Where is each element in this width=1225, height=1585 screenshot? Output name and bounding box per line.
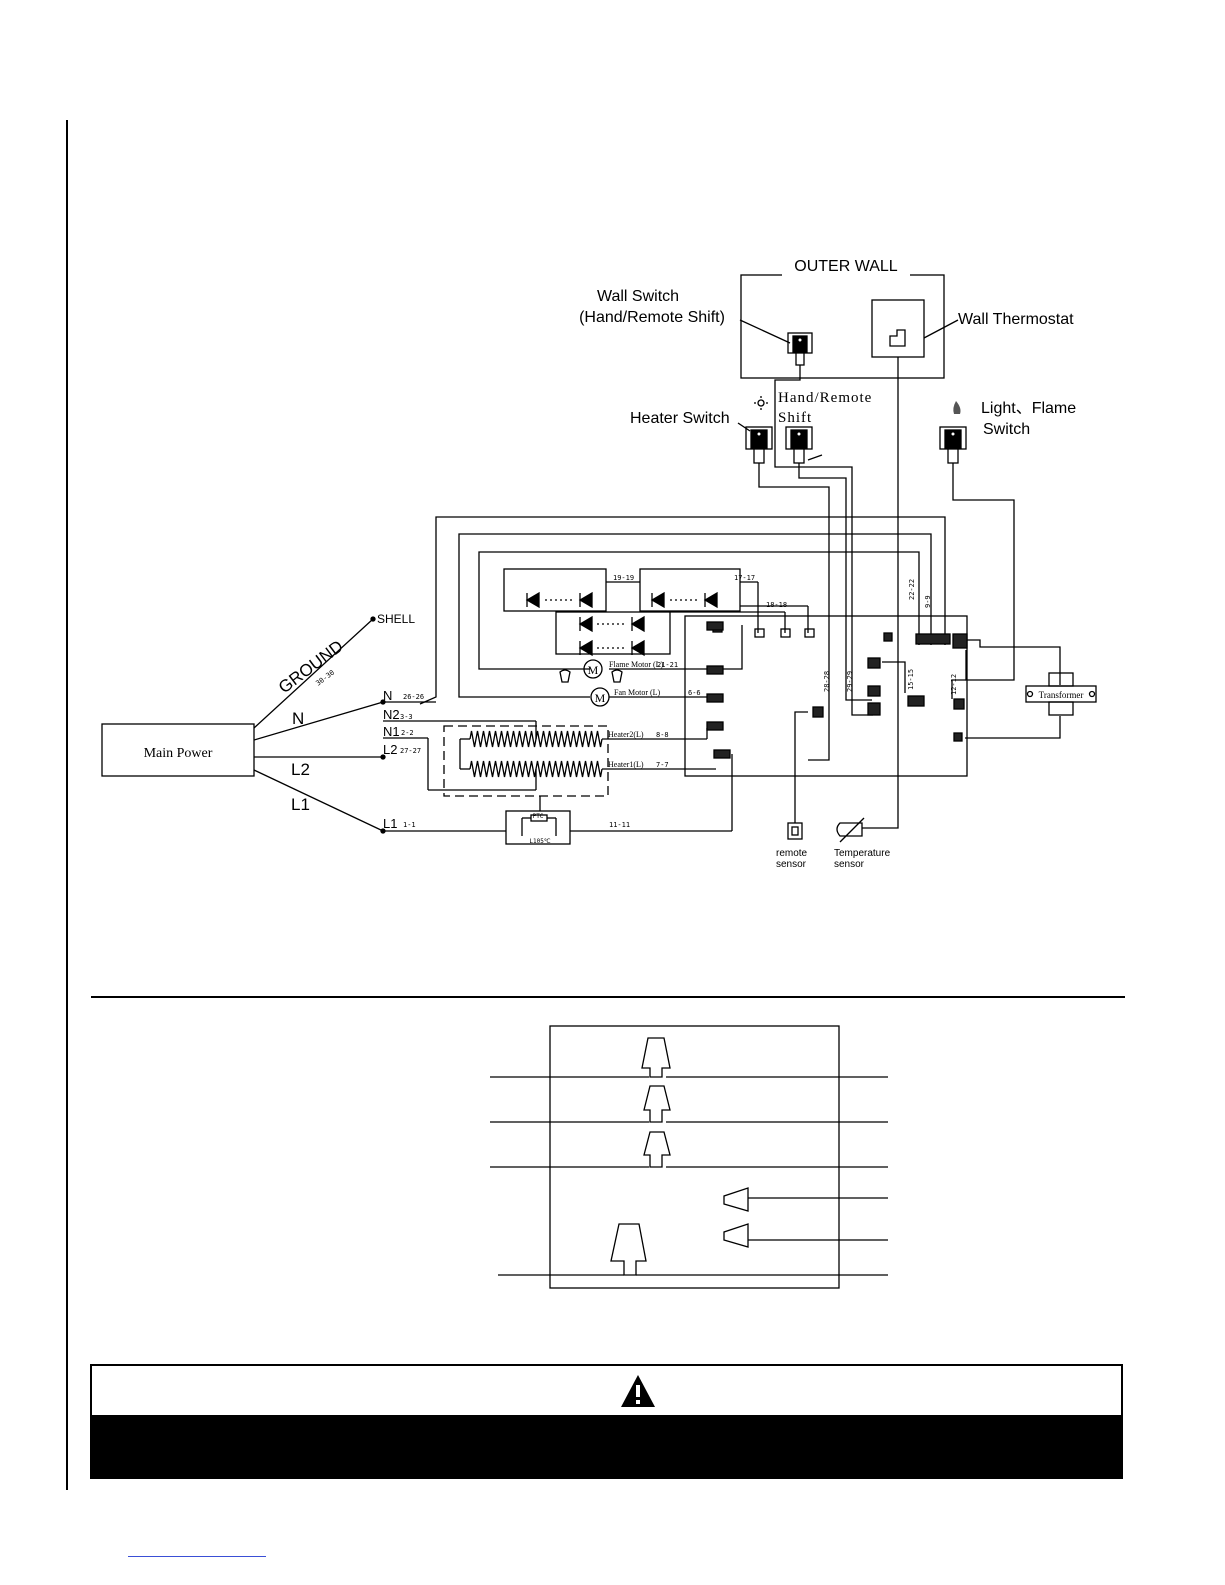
term-l2: L2 [383,742,397,757]
n-loop-wire [419,516,946,705]
term-l1-code: 1-1 [403,821,416,829]
temperature-sensor-label: Temperature [834,848,891,859]
code-21: 21-21 [657,661,678,669]
wire-n-label: N [292,709,304,728]
wall-thermostat-leader [923,319,959,339]
code-9: 9-9 [924,595,932,608]
terminal-connectors [712,624,815,638]
svg-text:M: M [588,663,599,677]
light-flame-switch-icon [939,426,967,464]
thermostat-wire [862,357,899,829]
connector-diagram [490,1025,888,1289]
lamp-icons [559,669,623,683]
main-power-box [101,723,255,777]
hand-remote-sublabel: Shift [778,410,812,426]
heater-switch-wire [758,463,830,761]
remote-sensor-sublabel: sensor [776,859,807,870]
remote-sensor-label: remote [776,848,808,859]
code-8: 8-8 [656,731,669,739]
hand-remote-switch-icon [785,426,813,464]
ptc-thermal-fuse [505,810,571,845]
heater1-label: Heater1(L) [608,760,644,769]
ptc-temp-label: L105℃ [529,838,550,845]
pcb-connectors [706,621,968,759]
code-17: 17-17 [734,574,755,582]
main-power-label: Main Power [144,746,213,761]
heater-switch-icon [745,426,773,464]
wall-switch-sublabel: (Hand/Remote Shift) [579,309,725,326]
code-12: 12-12 [950,674,958,695]
svg-text:M: M [595,691,606,705]
transformer-label: Transformer [1039,690,1084,700]
wall-switch-leader [739,319,791,344]
ptc-label: PTC [533,813,544,820]
term-n: N [383,688,392,703]
left-margin-rule [66,120,68,1490]
warning-triangle-icon [621,1375,655,1407]
code-7: 7-7 [656,761,669,769]
flame-motor-label: Flame Motor (L) [609,660,664,669]
temperature-sensor-sublabel: sensor [834,859,865,870]
term-n1: N1 [383,724,400,739]
transformer-wire [967,639,1061,685]
light-flame-label: Light、Flame [981,400,1076,417]
code-29: 29-29 [846,671,854,692]
wall-thermostat-label: Wall Thermostat [958,311,1074,328]
term-n-code: 26-26 [403,693,424,701]
shell-label: SHELL [377,612,415,626]
l1-wire [253,769,384,832]
led-string-1 [503,568,607,612]
warning-band [92,1415,1121,1477]
heater-group-box [443,725,609,797]
light-flame-sublabel: Switch [983,421,1030,438]
remote-sensor-wire [794,711,808,823]
wall-switch-icon [787,332,813,366]
n-wire [253,701,384,741]
footer-link-underline[interactable] [128,1556,266,1557]
heater-switch-label: Heater Switch [630,410,730,427]
code-22: 22-22 [908,579,916,600]
wall-thermostat-icon [871,299,925,358]
temperature-sensor-icon [836,822,863,837]
hand-remote-label: Hand/Remote [778,390,872,406]
term-l1: L1 [383,816,397,831]
term-n1-code: 2-2 [401,729,414,737]
flame-motor-icon [583,659,603,679]
code-28: 28-28 [823,671,831,692]
wire-nut-icon-5 [723,1223,749,1248]
code-19: 19-19 [613,574,634,582]
heater2-label: Heater2(L) [608,730,644,739]
ground-label: GROUND [275,637,347,698]
wire-nut-icon-6 [610,1223,647,1276]
code-6: 6-6 [688,689,701,697]
wire-nut-icon-3 [643,1131,671,1168]
outer-wall-box [740,274,945,379]
term-n2: N2 [383,707,400,722]
term-l2-code: 27-27 [400,747,421,755]
wire-l2-label: L2 [291,760,310,779]
ground-wire [253,618,374,729]
transformer-icon [1025,672,1097,716]
term-n2-code: 3-3 [400,713,413,721]
led-string-3 [555,611,671,657]
control-board [684,615,968,777]
wire-nut-icon-1 [641,1037,671,1078]
wall-switch-label: Wall Switch [597,288,679,305]
code-18: 18-18 [766,601,787,609]
warning-box [90,1364,1123,1479]
remote-sensor-icon [787,822,803,840]
fan-motor-label: Fan Motor (L) [614,688,661,697]
wire-nut-icon-4 [723,1187,749,1212]
outer-wall-label: OUTER WALL [794,258,898,275]
light-flame-wire [952,463,1015,681]
wall-switch-wire [774,365,873,716]
sun-icon [754,396,768,410]
code-11: 11-11 [609,821,630,829]
led-string-2 [639,568,741,612]
wire-l1-label: L1 [291,795,310,814]
code-15: 15-15 [907,669,915,690]
wire-nut-icon-2 [643,1085,671,1123]
flame-icon [953,401,961,414]
